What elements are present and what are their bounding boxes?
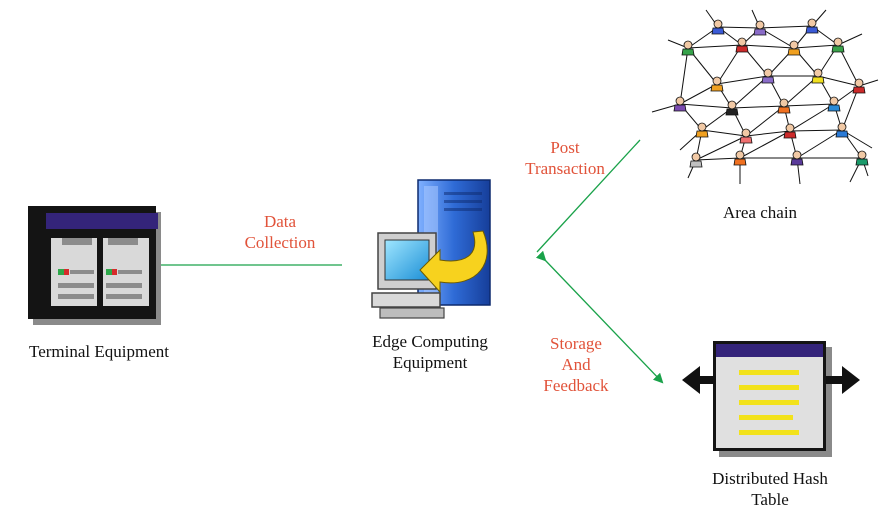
peer-node-icon bbox=[790, 150, 804, 166]
network-mesh-icon bbox=[651, 9, 879, 185]
mesh-link bbox=[796, 129, 843, 159]
post-transaction-line2: Transaction bbox=[525, 159, 605, 178]
edge-computer-icon bbox=[371, 179, 491, 319]
mesh-link bbox=[789, 103, 835, 132]
peer-node-icon bbox=[805, 18, 819, 34]
mesh-link bbox=[717, 26, 761, 29]
peer-node-icon bbox=[710, 76, 724, 92]
edge-computing-label: Edge Computing Equipment bbox=[340, 331, 520, 373]
dht-label-line2: Table bbox=[751, 490, 789, 509]
mesh-link bbox=[731, 105, 785, 109]
peer-node-icon bbox=[787, 40, 801, 56]
mesh-link bbox=[745, 105, 785, 137]
mesh-link bbox=[783, 103, 835, 107]
area-chain-label: Area chain bbox=[722, 203, 798, 222]
mesh-link bbox=[745, 130, 791, 137]
peer-node-icon bbox=[855, 150, 869, 166]
mesh-link bbox=[716, 75, 769, 85]
peer-node-icon bbox=[733, 150, 747, 166]
storage-feedback-line2: And bbox=[561, 355, 591, 374]
mesh-link bbox=[789, 129, 843, 132]
peer-node-icon bbox=[852, 78, 866, 94]
post-transaction-line1: Post bbox=[550, 138, 580, 157]
mesh-link bbox=[679, 47, 689, 105]
mesh-link bbox=[817, 75, 860, 87]
peer-node-icon bbox=[739, 128, 753, 144]
peer-node-icon bbox=[783, 123, 797, 139]
peer-node-icon bbox=[811, 68, 825, 84]
mesh-link bbox=[793, 44, 839, 49]
peer-node-icon bbox=[681, 40, 695, 56]
data-collection-line2: Collection bbox=[244, 233, 316, 252]
peer-node-icon bbox=[689, 152, 703, 168]
post-transaction-label: Post Transaction bbox=[505, 137, 625, 179]
peer-node-icon bbox=[753, 20, 767, 36]
edge-computing-label-line2: Equipment bbox=[392, 353, 468, 372]
terminal-equipment-icon bbox=[28, 206, 161, 325]
mesh-link bbox=[695, 157, 741, 161]
dht-label: Distributed Hash Table bbox=[670, 468, 870, 510]
peer-node-icon bbox=[695, 122, 709, 138]
hash-table-icon bbox=[682, 341, 860, 457]
peer-node-icon bbox=[735, 37, 749, 53]
dht-label-line1: Distributed Hash bbox=[712, 469, 828, 488]
mesh-link bbox=[739, 130, 791, 159]
edge-computing-label-line1: Edge Computing bbox=[372, 332, 488, 351]
mesh-link bbox=[759, 25, 813, 29]
data-collection-label: Data Collection bbox=[230, 211, 330, 253]
mesh-link bbox=[679, 103, 733, 109]
mesh-link bbox=[679, 83, 718, 105]
storage-feedback-label: Storage And Feedback bbox=[516, 333, 636, 396]
peer-node-icon bbox=[835, 122, 849, 138]
storage-feedback-connector bbox=[535, 250, 664, 384]
terminal-equipment-label: Terminal Equipment bbox=[29, 342, 169, 361]
peer-node-icon bbox=[761, 68, 775, 84]
storage-feedback-line3: Feedback bbox=[543, 376, 609, 395]
peer-node-icon bbox=[777, 98, 791, 114]
mesh-link bbox=[701, 129, 747, 137]
peer-node-icon bbox=[673, 96, 687, 112]
post-transaction-connector bbox=[536, 139, 641, 253]
mesh-link bbox=[687, 44, 743, 49]
peer-node-icon bbox=[831, 37, 845, 53]
peer-node-icon bbox=[711, 19, 725, 35]
peer-node-icon bbox=[725, 100, 739, 116]
storage-feedback-line1: Storage bbox=[550, 334, 602, 353]
peer-node-icon bbox=[827, 96, 841, 112]
mesh-link bbox=[741, 44, 795, 49]
data-collection-line1: Data bbox=[263, 212, 297, 231]
mesh-link bbox=[695, 135, 747, 161]
